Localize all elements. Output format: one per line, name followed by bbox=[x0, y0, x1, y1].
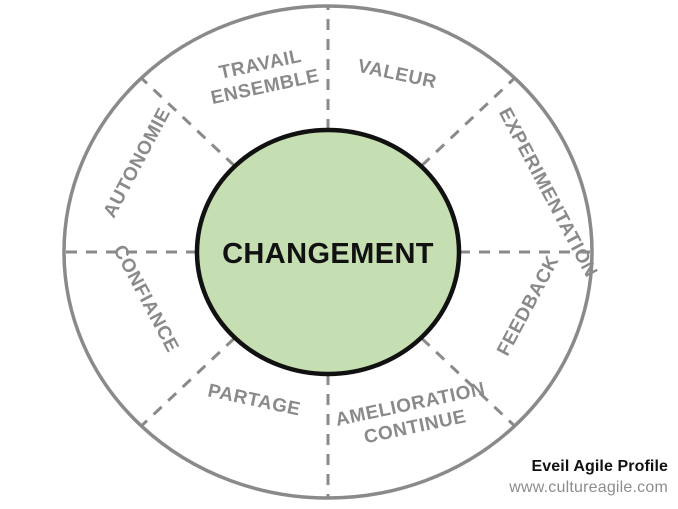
spoke-225deg bbox=[140, 337, 236, 428]
footer-url: www.cultureagile.com bbox=[509, 479, 668, 497]
sector-dividers bbox=[64, 6, 592, 498]
footer-title: Eveil Agile Profile bbox=[531, 457, 668, 475]
spoke-315deg bbox=[420, 337, 516, 428]
spoke-135deg bbox=[140, 76, 236, 167]
center-circle bbox=[194, 127, 462, 377]
center-label-changement: CHANGEMENT bbox=[222, 238, 434, 270]
branding-footer: Eveil Agile Profile www.cultureagile.com bbox=[509, 456, 668, 499]
spoke-45deg bbox=[420, 76, 516, 167]
